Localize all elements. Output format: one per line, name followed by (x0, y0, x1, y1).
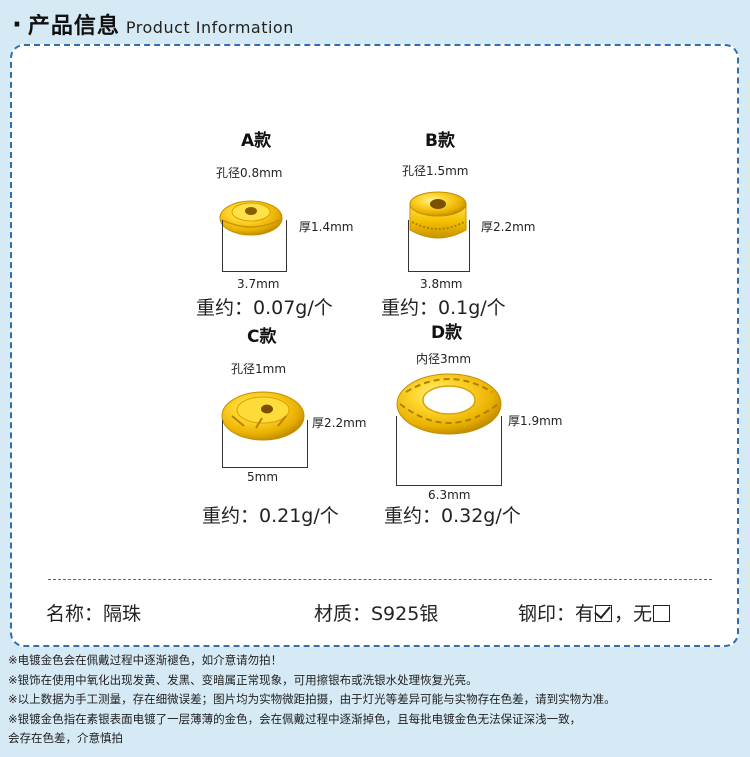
section-header: · 产品信息 Product Information (12, 8, 294, 40)
stamp-no-checkbox (653, 605, 671, 622)
header-title-en: Product Information (125, 18, 294, 37)
model-a-bead-image (219, 200, 283, 236)
product-name: 名称：隔珠 (46, 603, 142, 625)
model-b-width-bracket (408, 220, 470, 272)
model-d-width-bracket (396, 416, 502, 486)
stamp-label: 钢印： (518, 603, 576, 625)
model-b-weight: 重约：0.1g/个 (381, 297, 506, 319)
model-b-thickness: 厚2.2mm (481, 220, 536, 234)
model-b-title: B款 (425, 131, 455, 151)
model-c-weight: 重约：0.21g/个 (202, 505, 339, 527)
info-divider (48, 579, 712, 580)
note-item: 会存在色差，介意慎拍 (8, 731, 123, 745)
model-d-thickness: 厚1.9mm (508, 414, 563, 428)
model-a-width-bracket (222, 220, 287, 272)
product-info-card: A款 孔径0.8mm 厚1.4mm 3.7mm 重约：0.07g/个 B款 孔径… (10, 44, 739, 647)
header-bullet: · (12, 10, 22, 40)
model-c-hole: 孔径1mm (231, 362, 287, 376)
model-d-title: D款 (431, 323, 463, 343)
model-a-weight: 重约：0.07g/个 (196, 297, 333, 319)
model-a-width: 3.7mm (237, 277, 280, 291)
stamp-yes-checkbox (595, 605, 613, 622)
model-c-width-bracket (222, 420, 308, 468)
model-d-hole: 内径3mm (416, 352, 472, 366)
product-stamp: 钢印：有 ，无 (518, 599, 672, 626)
stamp-no-label: 无 (633, 603, 653, 625)
model-c-title: C款 (247, 327, 277, 347)
stamp-yes-label: 有 (575, 603, 595, 625)
note-item: ※银镀金色指在素银表面电镀了一层薄薄的金色，会在佩戴过程中逐渐掉色，且每批电镀金… (8, 711, 582, 726)
model-b-bead-image (409, 191, 467, 239)
model-a-hole: 孔径0.8mm (216, 166, 283, 180)
model-d-width: 6.3mm (428, 488, 471, 502)
model-d-bead-image (396, 373, 502, 435)
model-c-thickness: 厚2.2mm (312, 416, 367, 430)
header-title-cn: 产品信息 (27, 14, 120, 39)
model-a-title: A款 (241, 131, 272, 151)
notes-list: ※电镀金色会在佩戴过程中逐渐褪色，如介意请勿拍！ ※银饰在使用中氧化出现发黄、发… (8, 651, 616, 749)
note-item: ※电镀金色会在佩戴过程中逐渐褪色，如介意请勿拍！ (8, 653, 283, 667)
product-material: 材质：S925银 (314, 603, 439, 625)
note-item: ※银饰在使用中氧化出现发黄、发黑、变暗属正常现象，可用擦银布或洗银水处理恢复光亮… (8, 672, 478, 687)
model-b-hole: 孔径1.5mm (402, 164, 469, 178)
model-b-width: 3.8mm (420, 277, 463, 291)
model-c-width: 5mm (247, 470, 279, 484)
stamp-separator: ， (614, 603, 634, 625)
note-item: ※以上数据为手工测量，存在细微误差；图片均为实物微距拍摄，由于灯光等差异可能与实… (8, 692, 616, 706)
model-d-weight: 重约：0.32g/个 (384, 505, 521, 527)
model-a-thickness: 厚1.4mm (299, 220, 354, 234)
model-c-bead-image (221, 391, 305, 441)
